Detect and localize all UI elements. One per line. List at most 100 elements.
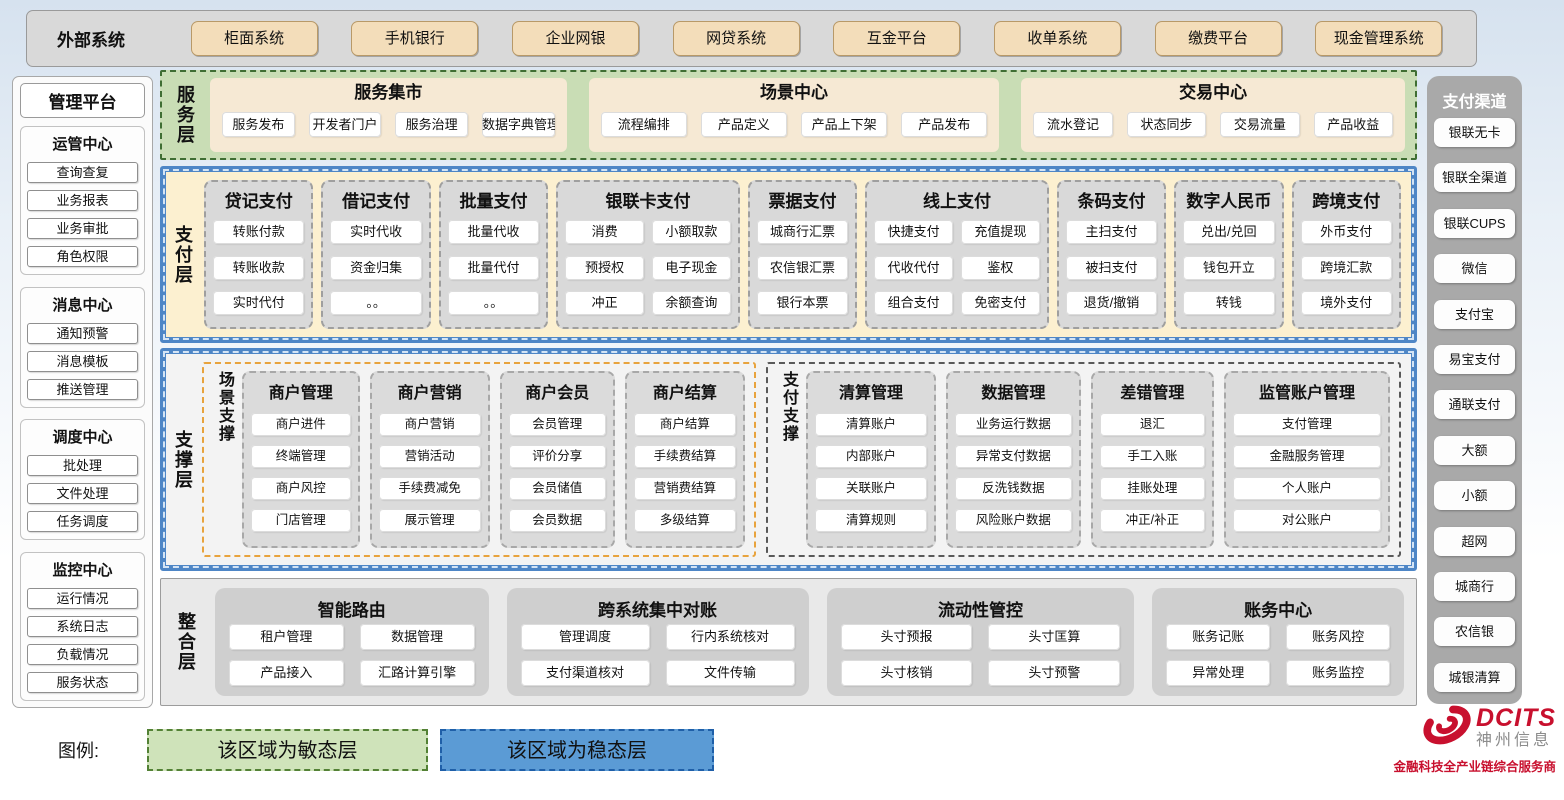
support-item-box: 异常支付数据 xyxy=(954,445,1072,468)
integration-layer: 整合层 智能路由租户管理数据管理产品接入汇路计算引擎跨系统集中对账管理调度行内系… xyxy=(160,578,1417,706)
support-category-items: 退汇手工入账挂账处理冲正/补正 xyxy=(1099,404,1205,541)
service-layer: 服务层 服务集市服务发布开发者门户服务治理数据字典管理场景中心流程编排产品定义产… xyxy=(160,70,1417,160)
support-item-box: 会员管理 xyxy=(508,413,606,436)
payment-category-title: 银联卡支付 xyxy=(605,192,691,211)
payment-item-box: 城商行汇票 xyxy=(756,219,849,244)
support-item-box: 商户结算 xyxy=(633,413,736,436)
payment-category-title: 数字人民币 xyxy=(1186,192,1272,211)
integration-group-items: 头寸预报头寸匡算头寸核销头寸预警 xyxy=(840,623,1121,687)
support-item-box: 营销费结算 xyxy=(633,477,736,500)
service-item-box: 服务发布 xyxy=(222,112,295,137)
payment-category-box: 银联卡支付消费小额取款预授权电子现金冲正余额查询 xyxy=(556,180,740,329)
support-category-title: 监管账户管理 xyxy=(1259,385,1356,402)
management-group-title: 运管中心 xyxy=(52,136,113,153)
logo-company-text: 神州信息 xyxy=(1476,731,1553,749)
support-category-items: 商户营销营销活动手续费减免展示管理 xyxy=(378,404,481,541)
support-category-title: 数据管理 xyxy=(981,385,1046,402)
payment-category-box: 借记支付实时代收资金归集。。 xyxy=(321,180,431,329)
payment-item-box: 转账收款 xyxy=(213,255,305,280)
support-layer-label: 支撑层 xyxy=(173,429,193,490)
payment-category-title: 条码支付 xyxy=(1077,192,1146,211)
support-group-columns: 商户管理商户进件终端管理商户风控门店管理商户营销商户营销营销活动手续费减免展示管… xyxy=(242,371,745,548)
payment-channel-box: 超网 xyxy=(1434,526,1515,556)
payment-channel-box: 通联支付 xyxy=(1434,390,1515,420)
integration-item-box: 异常处理 xyxy=(1166,660,1271,686)
support-item-box: 手续费结算 xyxy=(633,445,736,468)
management-platform-title: 管理平台 xyxy=(20,83,145,118)
management-item-box: 服务状态 xyxy=(27,671,138,693)
management-groups: 运管中心查询查复业务报表业务审批角色权限消息中心通知预警消息模板推送管理调度中心… xyxy=(20,126,145,701)
management-group-box: 调度中心批处理文件处理任务调度 xyxy=(20,419,145,541)
support-item-box: 营销活动 xyxy=(378,445,481,468)
management-item-box: 业务审批 xyxy=(27,218,138,239)
management-item-box: 查询查复 xyxy=(27,162,138,183)
payment-item-box: 免密支付 xyxy=(960,291,1040,316)
management-item-box: 运行情况 xyxy=(27,587,138,609)
payment-channel-box: 支付宝 xyxy=(1434,299,1515,329)
payment-item-box: 组合支付 xyxy=(874,291,953,316)
payment-support-group: 支付支撑清算管理清算账户内部账户关联账户清算规则数据管理业务运行数据异常支付数据… xyxy=(765,362,1401,557)
payment-item-box: 冲正 xyxy=(565,291,644,316)
payment-category-items: 实时代收资金归集。。 xyxy=(330,214,422,321)
support-category-title: 清算管理 xyxy=(838,385,903,402)
payment-item-box: 跨境汇款 xyxy=(1300,255,1392,280)
service-group-panel: 服务集市服务发布开发者门户服务治理数据字典管理 xyxy=(210,78,567,152)
support-category-box: 差错管理退汇手工入账挂账处理冲正/补正 xyxy=(1090,371,1214,548)
payment-item-box: 余额查询 xyxy=(652,291,731,316)
legend-stable-box: 该区域为稳态层 xyxy=(440,729,715,771)
support-category-items: 商户进件终端管理商户风控门店管理 xyxy=(251,404,351,541)
service-item-box: 产品定义 xyxy=(700,112,787,137)
payment-item-box: 外币支付 xyxy=(1300,219,1392,244)
payment-category-box: 跨境支付外币支付跨境汇款境外支付 xyxy=(1291,180,1401,329)
external-system-box: 现金管理系统 xyxy=(1315,21,1443,56)
management-item-box: 推送管理 xyxy=(27,378,138,400)
management-item-box: 业务报表 xyxy=(27,190,138,211)
payment-category-box: 线上支付快捷支付充值提现代收代付鉴权组合支付免密支付 xyxy=(865,180,1049,329)
payment-category-box: 数字人民币兑出/兑回钱包开立转钱 xyxy=(1174,180,1284,329)
integration-group-items: 管理调度行内系统核对支付渠道核对文件传输 xyxy=(520,623,795,687)
integration-group-title: 流动性管控 xyxy=(937,601,1023,620)
payment-item-box: 转钱 xyxy=(1183,291,1275,316)
management-group-box: 消息中心通知预警消息模板推送管理 xyxy=(20,286,145,408)
payment-channel-box: 大额 xyxy=(1434,435,1515,465)
support-item-box: 会员储值 xyxy=(508,477,606,500)
service-item-box: 交易流量 xyxy=(1220,112,1300,137)
integration-item-box: 头寸核销 xyxy=(840,660,973,686)
payment-item-box: 实时代付 xyxy=(213,291,305,316)
service-item-box: 流程编排 xyxy=(600,112,687,137)
external-system-box: 手机银行 xyxy=(351,21,479,56)
external-systems-bar: 外部系统 柜面系统手机银行企业网银网贷系统互金平台收单系统缴费平台现金管理系统 xyxy=(26,10,1477,67)
support-item-box: 冲正/补正 xyxy=(1099,509,1205,532)
payment-category-title: 线上支付 xyxy=(922,192,991,211)
support-category-items: 业务运行数据异常支付数据反洗钱数据风险账户数据 xyxy=(954,404,1072,541)
management-item-box: 角色权限 xyxy=(27,246,138,267)
payment-item-box: 预授权 xyxy=(565,255,644,280)
payment-item-box: 鉴权 xyxy=(960,255,1040,280)
support-category-title: 商户结算 xyxy=(652,385,717,402)
external-systems-items: 柜面系统手机银行企业网银网贷系统互金平台收单系统缴费平台现金管理系统 xyxy=(157,21,1476,56)
dcits-logo: DCITS 神州信息 金融科技全产业链综合服务商 xyxy=(1364,702,1556,775)
support-item-box: 清算账户 xyxy=(814,413,927,436)
support-category-title: 商户营销 xyxy=(397,385,462,402)
payment-item-box: 资金归集 xyxy=(330,255,422,280)
integration-group-title: 账务中心 xyxy=(1244,601,1313,620)
integration-item-box: 产品接入 xyxy=(229,660,344,686)
payment-item-box: 批量代收 xyxy=(447,219,540,244)
management-item-box: 系统日志 xyxy=(27,615,138,637)
integration-group-panel: 流动性管控头寸预报头寸匡算头寸核销头寸预警 xyxy=(826,588,1135,696)
payment-channel-box: 城商行 xyxy=(1434,572,1515,602)
service-item-box: 开发者门户 xyxy=(308,112,382,137)
main-layers: 服务层 服务集市服务发布开发者门户服务治理数据字典管理场景中心流程编排产品定义产… xyxy=(160,70,1417,706)
support-category-items: 会员管理评价分享会员储值会员数据 xyxy=(508,404,606,541)
integration-group-panel: 智能路由租户管理数据管理产品接入汇路计算引擎 xyxy=(215,588,489,696)
payment-category-box: 批量支付批量代收批量代付。。 xyxy=(438,180,549,329)
integration-item-box: 汇路计算引擎 xyxy=(359,660,475,686)
payment-item-box: 快捷支付 xyxy=(874,219,953,244)
service-group-title: 服务集市 xyxy=(354,83,423,102)
payment-category-box: 贷记支付转账付款转账收款实时代付 xyxy=(204,180,314,329)
support-item-box: 清算规则 xyxy=(814,509,927,532)
support-category-box: 清算管理清算账户内部账户关联账户清算规则 xyxy=(805,371,936,548)
service-group-items: 流水登记状态同步交易流量产品收益 xyxy=(1033,104,1394,145)
support-category-box: 监管账户管理支付管理金融服务管理个人账户对公账户 xyxy=(1224,371,1391,548)
